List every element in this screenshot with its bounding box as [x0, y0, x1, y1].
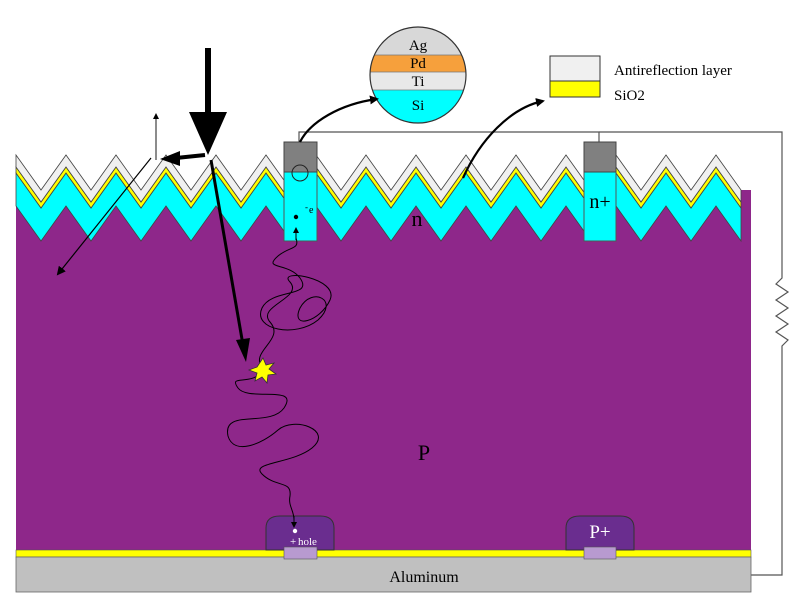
aluminum-label: Aluminum [389, 569, 459, 586]
contact-callout-arrow [299, 95, 379, 143]
stack-label-pd: Pd [410, 56, 426, 72]
antireflection-band [15, 153, 742, 204]
electron-sign: - [305, 202, 308, 212]
legend-label-sio2: SiO2 [614, 88, 645, 104]
external-circuit [298, 131, 790, 576]
front-contact-left [283, 141, 318, 173]
contact-stack-callout: Ag Pd Ti Si [369, 26, 467, 124]
pd-layer [370, 55, 466, 72]
aluminum-back-contact [15, 556, 752, 593]
p-plus-region-left [265, 515, 335, 560]
ti-layer [370, 72, 466, 90]
incident-light-arrow-icon [189, 48, 227, 155]
p-plus-label: P+ [589, 522, 610, 543]
legend-label-arc: Antireflection layer [614, 63, 732, 79]
legend-swatch-sio2 [549, 80, 601, 98]
p-substrate-label: P [418, 440, 430, 465]
refracted-arrow-head-icon [236, 338, 250, 362]
p-substrate [16, 190, 751, 550]
refracted-light-arrow [209, 159, 245, 346]
transmitted-ray [56, 157, 152, 276]
n-plus-well-right [583, 169, 617, 242]
contact-detail-marker [291, 164, 309, 182]
stack-label-ti: Ti [412, 74, 425, 90]
hole-dot [292, 528, 298, 534]
p-plus-region-right [565, 515, 635, 560]
n-layer-label: n [412, 206, 423, 231]
electron-label: e [309, 205, 314, 216]
carrier-paths [227, 227, 332, 528]
rear-sio2 [15, 549, 752, 558]
n-plus-well-left [283, 169, 318, 242]
front-contact-right [583, 141, 617, 173]
stack-label-ag: Ag [409, 38, 428, 54]
load-resistor [599, 131, 790, 576]
legend-swatch-arc [549, 55, 601, 82]
n-plus-label: n+ [589, 191, 610, 213]
reflected-light-arrow [175, 153, 206, 160]
reflected-arrow-head-icon [160, 151, 180, 166]
textured-surface [15, 153, 742, 243]
stack-label-si: Si [412, 98, 425, 114]
legend: Antireflection layer SiO2 [549, 55, 732, 104]
incident-light [56, 48, 250, 362]
hole-path [227, 371, 319, 521]
hole-label: hole [298, 536, 317, 548]
electron-dot [293, 214, 299, 220]
legend-callout-arrow [461, 98, 545, 179]
electron-path [259, 237, 332, 369]
hole-sign: + [290, 536, 296, 548]
absorption-burst-icon [247, 357, 278, 384]
